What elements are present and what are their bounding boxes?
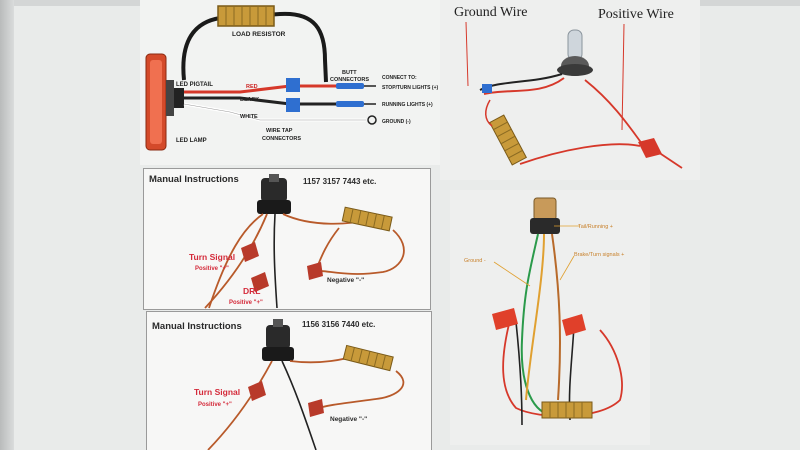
butt-connector-top [336, 83, 364, 89]
tap-right [562, 314, 586, 336]
resistor-1157 [341, 206, 393, 232]
butt-connectors-label-2: CONNECTORS [330, 77, 369, 83]
photo-load-resistor [488, 114, 528, 166]
tap-negative-1157 [307, 262, 323, 280]
drl-positive-label: Positive "+" [229, 300, 263, 306]
negative-label-1156: Negative "-" [330, 416, 367, 423]
load-resistor-label: LOAD RESISTOR [232, 31, 286, 38]
load-resistor [217, 5, 275, 27]
ground-ring-terminal [367, 115, 377, 125]
positive-wire-label: Positive Wire [598, 7, 674, 22]
resistor-1156 [342, 344, 394, 372]
manual-1157-panel: Manual Instructions 1157 3157 7443 etc. … [143, 168, 431, 310]
dest-stop-label: STOP/TURN LIGHTS (+) [382, 85, 438, 91]
brake-turn-label: Brake/Turn signals + [574, 252, 624, 258]
load-resistor-diagram: LOAD RESISTOR LED PIGTAIL LED LAMP RED B… [140, 0, 440, 165]
bulb-photo-diagram: Ground Wire Positive Wire [440, 0, 700, 180]
manual-1156-panel: Manual Instructions 1156 3156 7440 etc. … [146, 311, 432, 450]
turn-signal-label-1156: Turn Signal [194, 387, 240, 397]
socket-photo-diagram: Tail/Running + Ground - Brake/Turn signa… [450, 190, 650, 445]
led-lamp-label: LED LAMP [176, 138, 207, 144]
manual-1156-models: 1156 3156 7440 etc. [302, 320, 375, 329]
tap-left [492, 308, 518, 330]
wire-black-label: BLACK [240, 97, 259, 103]
black-wire [184, 96, 340, 106]
negative-label-1157: Negative "-" [327, 277, 364, 284]
blue-tap-connector [482, 84, 492, 93]
socket-resistor [541, 401, 593, 419]
monitor-bezel-left [0, 0, 14, 450]
wire-tap-connector-bottom [286, 98, 300, 112]
manual-1156-title: Manual Instructions [152, 321, 242, 332]
resistor-loop-wire [181, 11, 328, 83]
manual-1157-title: Manual Instructions [149, 174, 239, 185]
butt-connectors-label-1: BUTT [342, 70, 357, 76]
led-lamp [145, 53, 184, 151]
connect-to-label: CONNECT TO: [382, 75, 417, 81]
led-pigtail-label: LED PIGTAIL [176, 82, 213, 88]
ground-wire-label: Ground Wire [454, 5, 527, 20]
tap-turn-signal-1156 [248, 381, 266, 401]
dest-ground-label: GROUND (-) [382, 119, 411, 125]
socket-1156 [262, 319, 294, 361]
red-wire [184, 84, 340, 94]
socket-1157 [257, 174, 291, 214]
wire-tap-label-2: CONNECTORS [262, 136, 301, 142]
manual-1157-models: 1157 3157 7443 etc. [303, 177, 376, 186]
red-tap-connector [638, 138, 662, 158]
wire-tap-connector-top [286, 78, 300, 92]
dest-running-label: RUNNING LIGHTS (+) [382, 102, 433, 108]
turn-positive-label: Positive "+" [195, 266, 229, 272]
tap-drl [251, 272, 269, 292]
turn-signal-label: Turn Signal [189, 252, 235, 262]
drl-label: DRL [243, 286, 260, 296]
tap-turn-signal [241, 242, 259, 262]
ground-label: Ground - [464, 258, 486, 264]
turn-positive-label-1156: Positive "+" [198, 402, 232, 408]
wire-white-label: WHITE [240, 114, 258, 120]
wire-tap-label-1: WIRE TAP [266, 128, 293, 134]
tail-running-label: Tail/Running + [578, 224, 613, 230]
halogen-bulb [557, 29, 593, 76]
tap-negative-1156 [308, 399, 324, 417]
butt-connector-bottom [336, 101, 364, 107]
socket-photo [530, 197, 560, 234]
wire-red-label: RED [246, 84, 258, 90]
